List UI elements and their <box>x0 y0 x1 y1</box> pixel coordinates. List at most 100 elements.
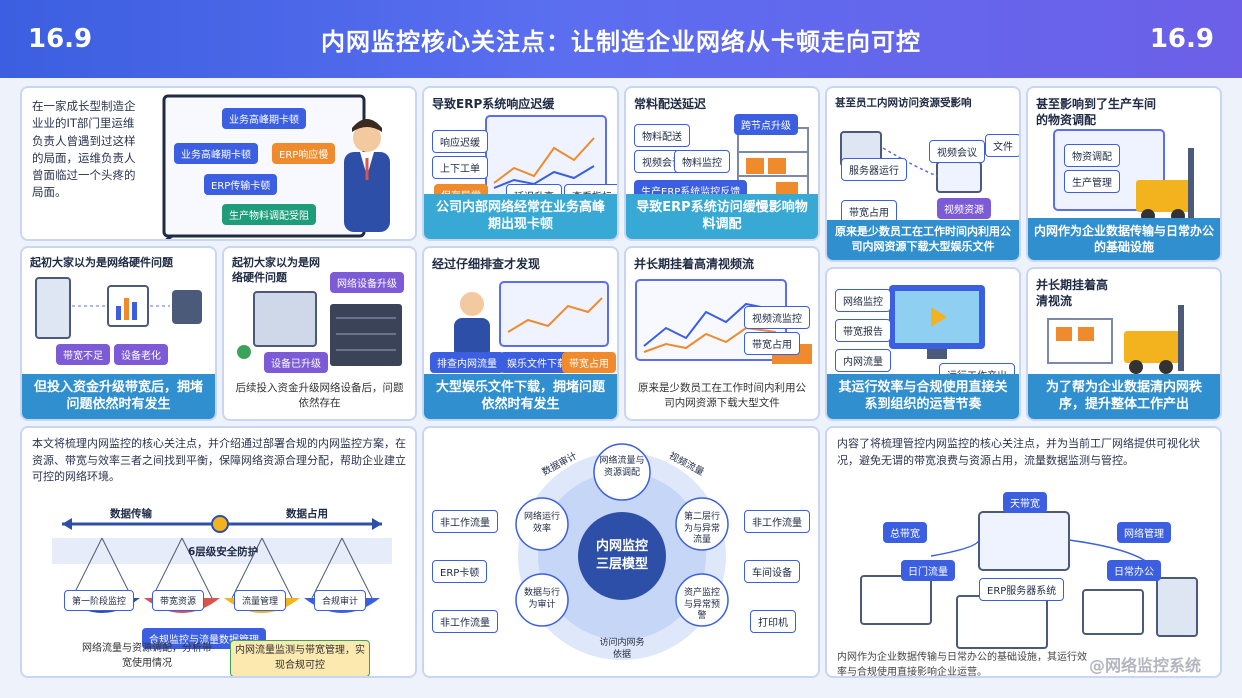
employee-tag-video: 视频会议 <box>929 140 985 163</box>
employee-tag-video-res: 视频资源 <box>937 198 991 219</box>
card-upgrade-title: 起初大家以为是网络硬件问题 <box>232 256 320 284</box>
pan-label-4: 合规审计 <box>314 590 367 611</box>
scale-label-center: 6层级安全防护 <box>188 546 259 558</box>
hardware-tag-bandwidth: 带宽不足 <box>56 344 110 365</box>
topo-tag-network: 网络管理 <box>1117 522 1171 543</box>
employee-tag-file: 文件 <box>985 134 1019 157</box>
network-topology-illustration <box>860 511 1198 649</box>
topo-tag-daily-traffic: 日门流量 <box>901 560 955 581</box>
header-banner: 16.9 内网监控核心关注点：让制造企业网络从卡顿走向可控 16.9 <box>0 0 1242 78</box>
material-tag-delivery: 物料配送 <box>634 124 690 147</box>
three-layer-model-diagram <box>515 443 729 660</box>
intro-text: 在一家成长型制造企业业的IT部门里运维负责人曾遇到过这样的局面，运维负责人曾面临… <box>32 99 136 200</box>
outer-left-2: ERP卡顿 <box>432 560 488 583</box>
card-order: 并长期挂着高清视流 为了帮为企业数据清内网秩序，提升整体工作产出 <box>1026 267 1222 421</box>
pan-label-3: 流量管理 <box>234 590 287 611</box>
content-grid: 在一家成长型制造企业业的IT部门里运维负责人曾遇到过这样的局面，运维负责人曾面临… <box>20 86 1222 678</box>
card-intro-board: 在一家成长型制造企业业的IT部门里运维负责人曾遇到过这样的局面，运维负责人曾面临… <box>20 86 417 241</box>
erp-tag-workorder: 上下工单 <box>432 156 488 179</box>
board-tag-peak-lag-1: 业务高峰期卡顿 <box>222 108 306 129</box>
workshop-tag-production: 生产管理 <box>1064 170 1120 193</box>
scale-label-left: 数据传输 <box>110 508 152 520</box>
topo-tag-total: 总带宽 <box>883 522 927 543</box>
card-material-caption: 导致ERP系统访问缓慢影响物料调配 <box>626 193 818 239</box>
card-device-upgrade: 起初大家以为是网络硬件问题 网络设备升级 设备已升级 后续投入资金升级网络设备后… <box>222 246 417 421</box>
efficiency-tag-report: 带宽报告 <box>835 319 891 342</box>
outer-left-1: 非工作流量 <box>432 510 498 533</box>
material-tag-upgrade: 跨节点升级 <box>734 114 798 135</box>
board-tag-peak-lag-2: 业务高峰期卡顿 <box>174 143 258 164</box>
video-tag-bandwidth: 带宽占用 <box>744 332 800 355</box>
video-tag-monitor: 视频流监控 <box>744 306 810 329</box>
card-hardware-title: 起初大家以为是网络硬件问题 <box>30 256 173 269</box>
card-topology: 内容了将梳理管控内网监控的核心关注点，并为当前工厂网络提供可视化状况，避免无谓的… <box>825 426 1222 678</box>
employee-tag-server: 服务器运行 <box>841 158 907 181</box>
balance-box-left: 网络流量与资源调配，分析带宽使用情况 <box>82 643 212 669</box>
balance-box-right: 内网流量监测与带宽管理，实现合规可控 <box>230 640 370 676</box>
topology-intro-text: 内容了将梳理管控内网监控的核心关注点，并为当前工厂网络提供可视化状况，避免无谓的… <box>837 437 1200 467</box>
outer-right-2: 车间设备 <box>744 560 800 583</box>
board-tag-erp-slow: ERP响应慢 <box>272 143 336 164</box>
ring-node-6: 访问内网务依据 <box>599 638 645 660</box>
efficiency-tag-traffic: 内网流量 <box>835 349 891 372</box>
ring-node-4: 资产监控与异常预警 <box>683 588 720 622</box>
balance-intro-text: 本文将梳理内网监控的核心关注点，并介绍通过部署合规的内网监控方案，在资源、带宽与… <box>32 437 406 483</box>
card-video-caption: 原来是少数员工在工作时间内利用公司内网资源下载大型文件 <box>638 381 806 409</box>
upgrade-tag-done: 设备已升级 <box>264 352 328 373</box>
server-bandwidth-illustration <box>35 277 202 339</box>
board-tag-erp-transfer: ERP传输卡顿 <box>204 174 278 195</box>
pan-label-2: 带宽资源 <box>152 590 205 611</box>
topology-footer-text: 内网作为企业数据传输与日常办公的基础设施，其运行效率与合规使用直接影响企业运营。 <box>837 652 1087 678</box>
card-investigation: 经过仔细排查才发现 排查内网流量 娱乐文件下载 带宽占用 大型娱乐文件下载，拥堵… <box>422 246 619 421</box>
whiteboard-illustration <box>162 94 390 239</box>
card-investigation-caption: 大型娱乐文件下载，拥堵问题依然时有发生 <box>424 373 617 419</box>
model-center-label: 内网监控三层模型 <box>596 539 649 572</box>
card-employee-title: 甚至员工内网访问资源受影响 <box>835 97 972 109</box>
topo-tag-office: 日常办公 <box>1107 560 1161 581</box>
card-model: 内网监控三层模型 网络运行效率 网络流量与资源调配 第二层行为与异常流量 资产监… <box>422 426 820 678</box>
upgrade-tag-network: 网络设备升级 <box>330 272 404 293</box>
forklift-warehouse-illustration <box>1047 305 1184 374</box>
header-number-left: 16.9 <box>28 24 93 54</box>
ring-node-1: 网络运行效率 <box>523 512 560 534</box>
card-efficiency-caption: 其运行效率与合规使用直接关系到组织的运营节奏 <box>827 373 1019 419</box>
scale-label-right: 数据占用 <box>286 508 328 520</box>
monitor-report-illustration <box>889 285 985 359</box>
card-investigation-title: 经过仔细排查才发现 <box>432 257 541 271</box>
investigation-tag-download: 娱乐文件下载 <box>500 352 574 373</box>
server-rack-illustration <box>237 291 402 366</box>
card-workshop: 甚至影响到了生产车间的物资调配 物资调配 生产管理 内网作为企业数据传输与日常办… <box>1026 86 1222 262</box>
pan-label-1: 第一阶段监控 <box>64 590 135 611</box>
ring-node-5: 数据与行为审计 <box>523 588 560 610</box>
board-tag-material-blocked: 生产物料调配受阻 <box>222 204 316 225</box>
hardware-tag-aging: 设备老化 <box>114 344 168 365</box>
analyst-dashboard-illustration <box>454 281 609 358</box>
card-erp-title: 导致ERP系统响应迟缓 <box>432 97 555 111</box>
card-material-delay: 常料配送延迟 物料配送 视频会议 物料监控 跨节点升级 生产ERP系统监控反馈 … <box>624 86 820 241</box>
outer-right-3: 打印机 <box>750 610 796 633</box>
watermark: @网络监控系统 <box>1089 656 1202 675</box>
card-workshop-caption: 内网作为企业数据传输与日常办公的基础设施 <box>1028 217 1220 260</box>
outer-right-1: 非工作流量 <box>744 510 810 533</box>
card-video-stream: 并长期挂着高清视频流 视频流监控 带宽占用 原来是少数员工在工作时间内利用公司内… <box>624 246 820 421</box>
investigation-tag-traffic: 排查内网流量 <box>430 352 504 373</box>
workshop-tag-material: 物资调配 <box>1064 144 1120 167</box>
card-employee-resources: 甚至员工内网访问资源受影响 服务器运行 视频会议 文件 带宽占用 视频资源 原来… <box>825 86 1021 262</box>
card-video-title: 并长期挂着高清视频流 <box>634 257 755 271</box>
erp-tag-delay: 响应迟缓 <box>432 130 488 153</box>
efficiency-tag-monitor: 网络监控 <box>835 289 891 312</box>
page-title: 内网监控核心关注点：让制造企业网络从卡顿走向可控 <box>321 27 921 56</box>
ring-node-3: 第二层行为与异常流量 <box>683 512 720 546</box>
card-hardware-guess: 起初大家以为是网络硬件问题 带宽不足 设备老化 但投入资金升级带宽后，拥堵问题依… <box>20 246 217 421</box>
header-number-right: 16.9 <box>1149 24 1214 54</box>
card-balance: 本文将梳理内网监控的核心关注点，并介绍通过部署合规的内网监控方案，在资源、带宽与… <box>20 426 417 678</box>
card-erp-caption: 公司内部网络经常在业务高峰期出现卡顿 <box>424 193 617 239</box>
material-tag-monitor: 物料监控 <box>674 150 730 173</box>
topo-tag-erp-server: ERP服务器系统 <box>979 578 1065 601</box>
card-efficiency: 网络监控 带宽报告 内网流量 运行工作产出 其运行效率与合规使用直接关系到组织的… <box>825 267 1021 421</box>
card-upgrade-caption: 后续投入资金升级网络设备后，问题依然存在 <box>235 381 404 409</box>
card-order-title: 并长期挂着高清视流 <box>1036 278 1109 309</box>
card-workshop-title: 甚至影响到了生产车间的物资调配 <box>1036 97 1157 128</box>
card-erp-slow: 导致ERP系统响应迟缓 响应迟缓 上下工单 保存异常 延迟升高 查看指标 公司内… <box>422 86 619 241</box>
outer-left-3: 非工作流量 <box>432 610 498 633</box>
